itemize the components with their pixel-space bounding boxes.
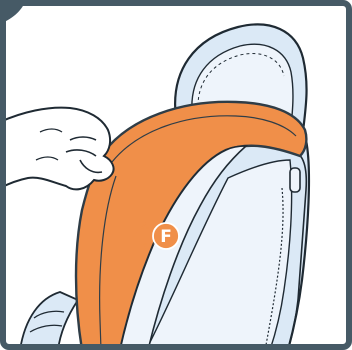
step-number-badge bbox=[0, 0, 26, 24]
hand-outline bbox=[0, 108, 114, 190]
belt-guide-slot bbox=[290, 168, 300, 192]
hand bbox=[0, 108, 114, 190]
callout-letter: F bbox=[160, 227, 172, 247]
seat-base-left bbox=[20, 292, 78, 350]
